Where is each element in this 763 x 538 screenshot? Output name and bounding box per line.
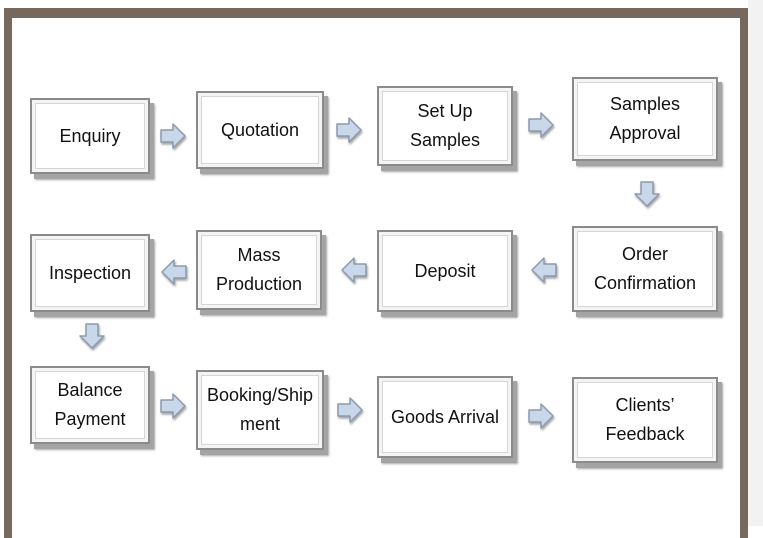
arrow-right-icon [335, 116, 363, 144]
step-set-up-samples: Set Up Samples [377, 86, 513, 166]
step-samples-approval: Samples Approval [572, 77, 718, 161]
step-booking-shipment: Booking/Ship ment [196, 370, 324, 450]
step-deposit: Deposit [377, 230, 513, 312]
arrow-down-icon [78, 322, 106, 350]
arrow-right-icon [527, 111, 555, 139]
arrow-right-icon [336, 396, 364, 424]
step-clients-feedback: Clients’ Feedback [572, 377, 718, 463]
step-goods-arrival: Goods Arrival [377, 376, 513, 458]
step-mass-production: Mass Production [196, 230, 322, 310]
step-order-confirmation: Order Confirmation [572, 226, 718, 312]
step-quotation: Quotation [196, 91, 324, 169]
arrow-right-icon [159, 392, 187, 420]
arrow-left-icon [160, 258, 188, 286]
step-inspection: Inspection [30, 234, 150, 312]
arrow-left-icon [340, 256, 368, 284]
arrow-right-icon [527, 402, 555, 430]
page-edge [748, 0, 763, 526]
step-enquiry: Enquiry [30, 98, 150, 174]
arrow-down-icon [633, 180, 661, 208]
step-balance-payment: Balance Payment [30, 366, 150, 444]
arrow-right-icon [159, 122, 187, 150]
arrow-left-icon [530, 256, 558, 284]
